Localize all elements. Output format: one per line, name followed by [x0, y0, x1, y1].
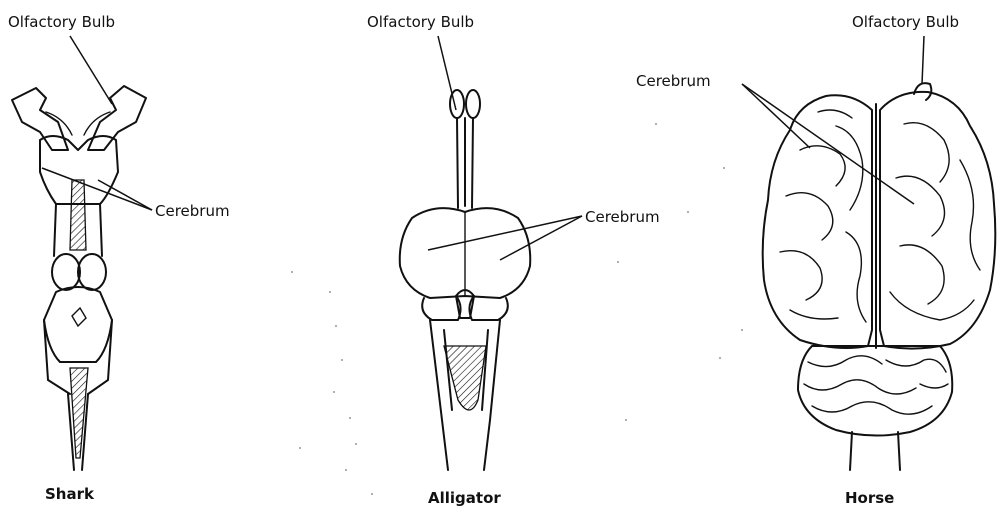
shark-optic-lobe-right [78, 254, 106, 290]
horse-brain-drawing [763, 83, 996, 470]
alligator-optic-lobes [422, 296, 508, 320]
horse-name: Horse [845, 489, 894, 507]
shark-right-tract [84, 112, 110, 135]
shark-brain-drawing [12, 86, 146, 470]
shark-name: Shark [45, 485, 95, 503]
shark-cerebrum-label: Cerebrum [155, 202, 230, 220]
alligator-cerebrum-leader-left [428, 216, 582, 250]
alligator-cerebrum-leader-right [500, 216, 582, 260]
alligator-olfactory-leader [438, 36, 456, 110]
paper-specks [291, 85, 743, 495]
horse-olfactory-leader [922, 36, 924, 84]
shark-olfactory-leader [70, 36, 112, 104]
alligator-olfactory-bulb-right [466, 90, 480, 118]
alligator-olfactory-bulb-left [450, 90, 464, 118]
alligator-brain: Olfactory Bulb Cerebrum Alligator [367, 13, 660, 507]
horse-cerebrum-label: Cerebrum [636, 72, 711, 90]
horse-left-hemisphere [763, 95, 872, 348]
alligator-cerebrum-label: Cerebrum [585, 208, 660, 226]
shark-cerebellum-mark [72, 308, 86, 326]
shark-hatched-ventricle [70, 180, 86, 250]
shark-optic-lobe-left [52, 254, 80, 290]
shark-brain: Olfactory Bulb Cerebrum [8, 13, 230, 503]
horse-brainstem [850, 432, 900, 470]
horse-cerebrum-leader-left [742, 84, 810, 148]
horse-cerebellum-folia [804, 356, 948, 414]
shark-cerebellum [44, 287, 112, 362]
shark-olfactory-label: Olfactory Bulb [8, 13, 115, 31]
alligator-olfactory-tracts [457, 118, 473, 208]
horse-olfactory-label: Olfactory Bulb [852, 13, 959, 31]
alligator-olfactory-label: Olfactory Bulb [367, 13, 474, 31]
horse-brain: Olfactory Bulb Cerebrum [636, 13, 995, 507]
horse-right-hemisphere [880, 92, 995, 349]
alligator-name: Alligator [428, 489, 501, 507]
alligator-brain-drawing [400, 90, 531, 470]
